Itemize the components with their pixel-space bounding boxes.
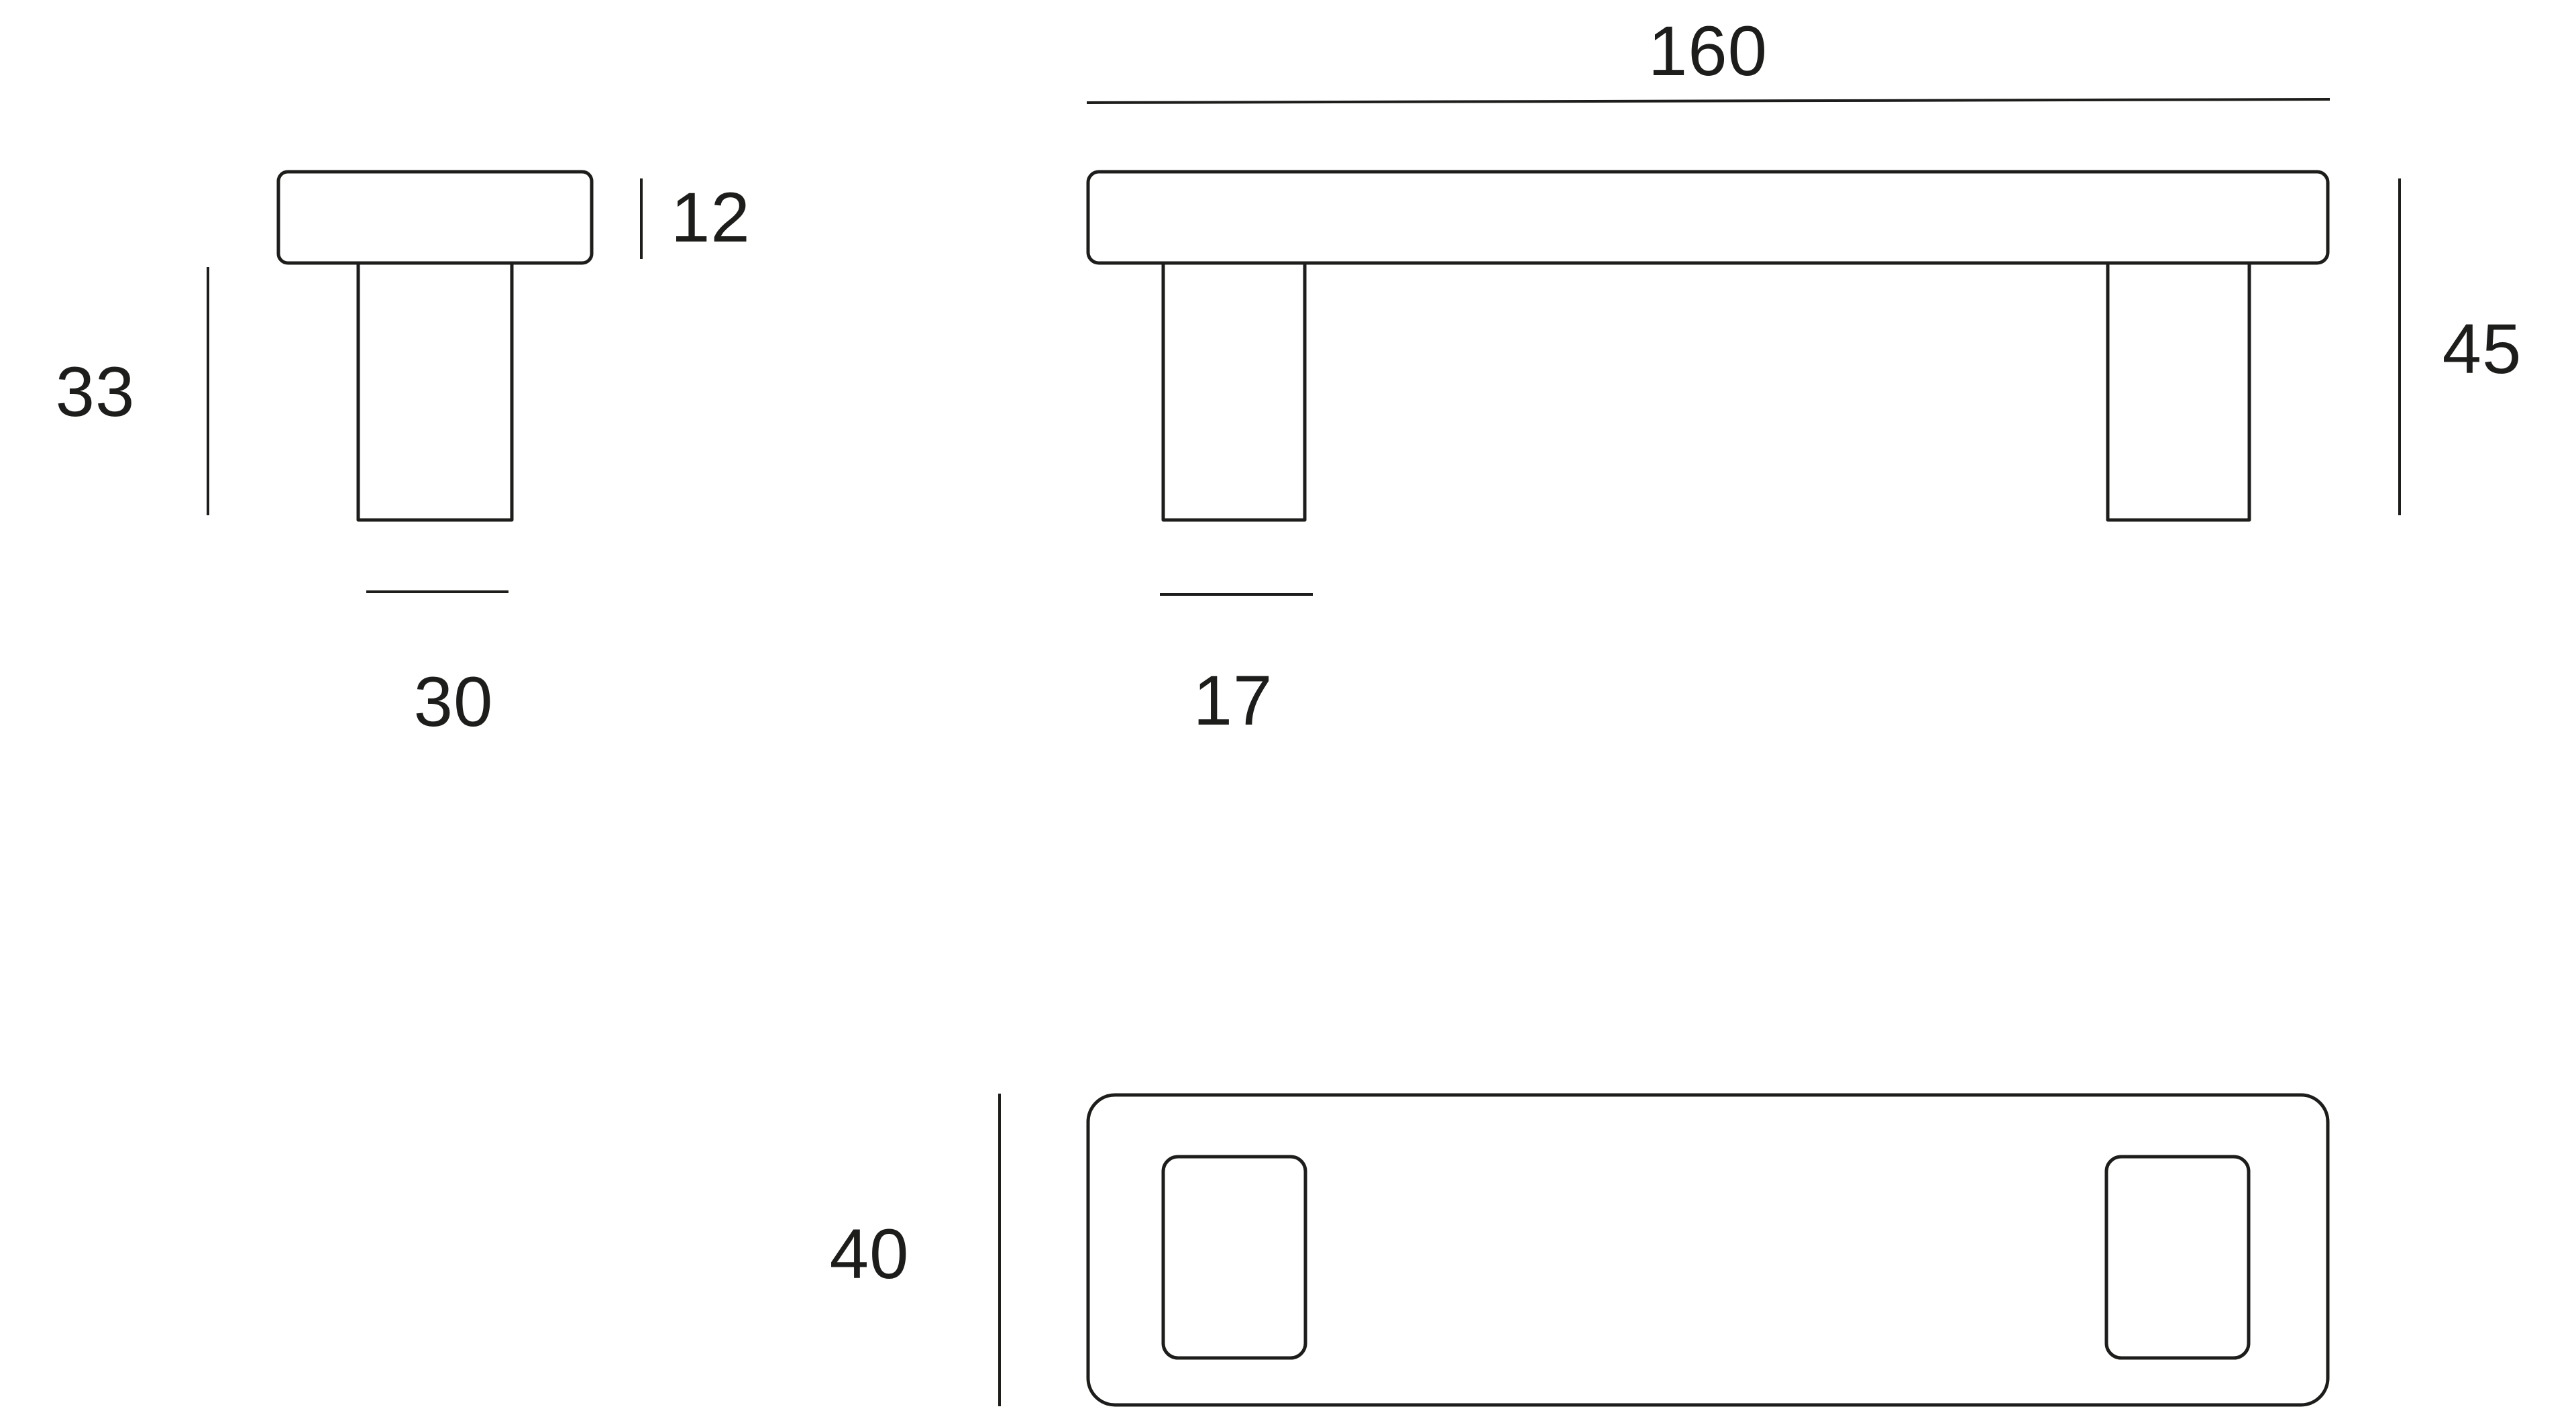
depth-label: 40 [830,1215,910,1294]
cap-thickness-label: 12 [671,178,751,257]
length-dim-line [1086,98,2330,104]
front-view-right-leg-outline [2106,263,2251,522]
front-view-bar-outline [1086,170,2330,265]
top-view: 40 [830,1093,2330,1407]
cap-width-label: 30 [414,663,494,741]
side-view: 12 33 30 [56,170,751,741]
side-view-cap-outline [276,170,594,265]
top-view-left-foot-outline [1161,1155,1307,1360]
overall-height-label: 45 [2443,310,2522,388]
front-view: 160 45 17 [1086,12,2522,740]
top-view-body-outline [1086,1093,2330,1407]
front-view-left-leg-outline [1161,263,1307,522]
top-view-right-foot-outline [2104,1155,2251,1360]
leg-width-label: 17 [1193,662,1273,740]
stem-height-label: 33 [56,353,136,431]
side-view-stem-outline [356,263,514,522]
length-label: 160 [1648,12,1768,91]
